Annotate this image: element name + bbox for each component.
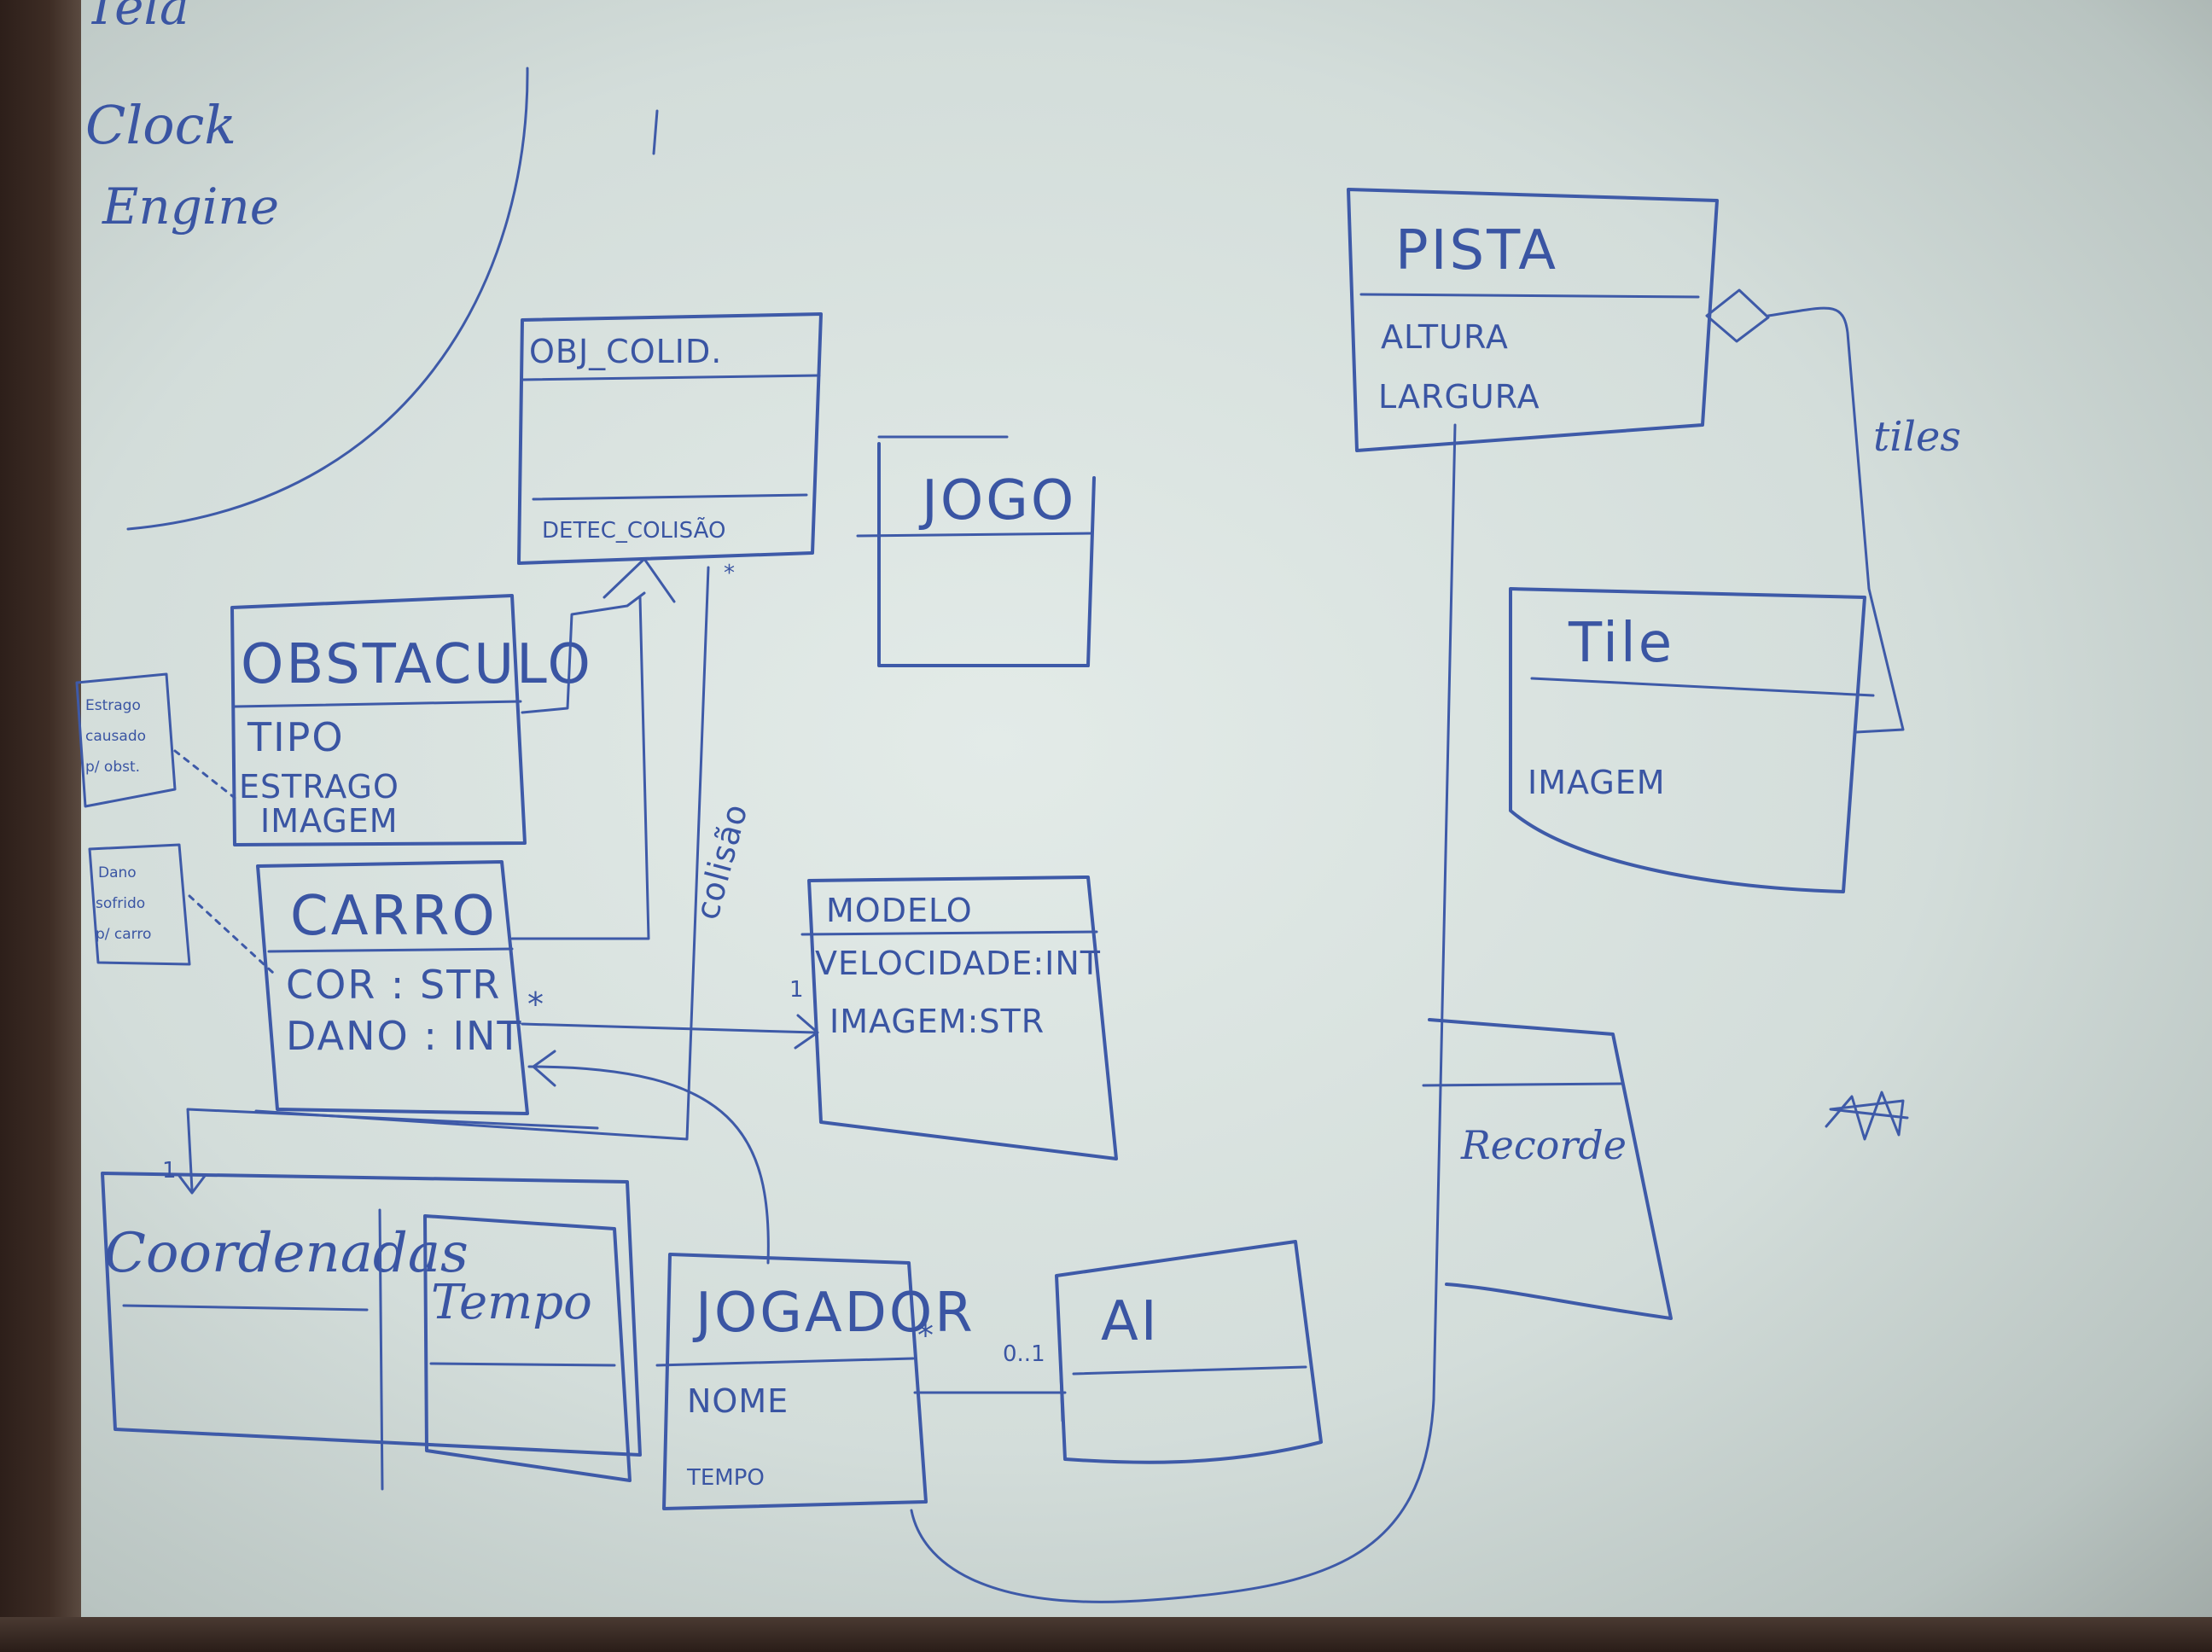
- class-recorde-divider: [1423, 1084, 1621, 1085]
- class-modelo: MODELO VELOCIDADE:INT IMAGEM:STR: [802, 877, 1116, 1159]
- star-jogador: *: [917, 1317, 934, 1354]
- class-obj-colid-divider-2: [533, 495, 806, 499]
- class-obj-colid-name: OBJ_COLID.: [529, 333, 722, 370]
- note-carro-line-2: sofrido: [96, 895, 145, 912]
- class-pista-name: PISTA: [1395, 219, 1558, 282]
- class-coordenadas-name: Coordenadas: [104, 1222, 469, 1285]
- class-carro-attr-dano: DANO : INT: [286, 1013, 523, 1059]
- class-pista-attr-largura: LARGURA: [1378, 378, 1540, 416]
- class-carro-divider: [269, 949, 512, 951]
- scribble-mark: [1826, 1092, 1907, 1139]
- note-obstaculo-line-1: Estrago: [85, 697, 141, 714]
- class-obstaculo-name: OBSTACULO: [241, 633, 593, 696]
- class-tempo-divider: [431, 1364, 614, 1365]
- jogador-carro-association: [529, 1067, 768, 1263]
- class-jogador-attr-tempo: TEMPO: [686, 1465, 765, 1491]
- class-recorde-name: Recorde: [1460, 1122, 1627, 1168]
- note-obstaculo-connector: [175, 751, 235, 798]
- class-tile: Tile IMAGEM: [1511, 589, 1873, 892]
- class-modelo-divider: [802, 932, 1097, 934]
- class-carro-name: CARRO: [290, 885, 498, 948]
- class-obstaculo-attr-imagem: IMAGEM: [260, 802, 399, 840]
- star-obj-colid: *: [724, 561, 735, 586]
- class-modelo-name: MODELO: [826, 892, 973, 929]
- corner-notes: Tela Clock Engine: [85, 0, 657, 529]
- class-carro-attr-cor: COR : STR: [286, 962, 501, 1008]
- class-jogador: JOGADOR NOME TEMPO: [657, 1254, 975, 1509]
- class-tile-attr-imagem: IMAGEM: [1528, 764, 1666, 801]
- corner-word-engine: Engine: [102, 177, 279, 236]
- one-coord: 1: [162, 1158, 177, 1184]
- class-tile-divider: [1532, 678, 1873, 695]
- class-obstaculo-attr-tipo: TIPO: [247, 714, 345, 760]
- class-tempo-name: Tempo: [431, 1275, 592, 1330]
- zero-one-ai: 0..1: [1003, 1341, 1045, 1367]
- generalization-triangle-obstaculo: [604, 559, 674, 602]
- aggregation-diamond: [1707, 290, 1768, 341]
- stray-mark: [654, 111, 657, 154]
- class-carro: CARRO COR : STR DANO : INT: [258, 862, 527, 1114]
- class-ai-name: AI: [1101, 1290, 1160, 1353]
- class-obj-colid-divider-1: [522, 375, 819, 380]
- class-jogador-divider: [657, 1358, 913, 1365]
- class-obj-colid-method: DETEC_COLISÃO: [542, 516, 725, 544]
- notes: Estrago causado p/ obst. Dano sofrido p/…: [77, 674, 273, 973]
- class-tile-box: [1511, 589, 1865, 892]
- class-modelo-attr-imagem: IMAGEM:STR: [830, 1003, 1045, 1040]
- tiles-association-line: [1768, 308, 1903, 732]
- class-jogo-divider: [858, 533, 1092, 536]
- class-obj-colid: OBJ_COLID. DETEC_COLISÃO: [519, 314, 821, 563]
- class-modelo-attr-velocidade: VELOCIDADE:INT: [815, 945, 1101, 982]
- class-jogador-attr-nome: NOME: [687, 1382, 789, 1420]
- note-obstaculo-line-3: p/ obst.: [85, 759, 140, 776]
- tiles-label: tiles: [1873, 413, 1961, 461]
- class-obstaculo-attr-estrago: ESTRAGO: [239, 768, 399, 806]
- star-carro: *: [527, 986, 544, 1023]
- carro-modelo-association: [522, 1024, 815, 1032]
- class-tile-name: Tile: [1568, 612, 1674, 675]
- class-recorde: Recorde: [1423, 1020, 1671, 1318]
- class-obstaculo: OBSTACULO TIPO ESTRAGO IMAGEM: [232, 596, 593, 845]
- jogador-ai-bar: [1060, 1348, 1062, 1421]
- class-coordenadas-divider: [124, 1306, 367, 1310]
- corner-word-tela: Tela: [85, 0, 189, 36]
- class-jogo-name: JOGO: [918, 469, 1076, 532]
- jogador-carro-arrowhead: [533, 1051, 555, 1085]
- corner-word-clock: Clock: [85, 94, 236, 156]
- class-jogo: JOGO: [858, 437, 1094, 666]
- class-pista-divider: [1361, 294, 1698, 297]
- class-ai-box: [1057, 1242, 1321, 1463]
- note-obstaculo-line-2: causado: [85, 728, 146, 745]
- note-carro-line-3: p/ carro: [96, 926, 151, 943]
- class-pista-attr-altura: ALTURA: [1381, 318, 1509, 356]
- class-obstaculo-divider: [235, 701, 521, 707]
- class-recorde-box: [1429, 1020, 1671, 1318]
- class-ai: AI: [1057, 1242, 1321, 1463]
- class-ai-divider: [1074, 1367, 1306, 1374]
- one-modelo: 1: [789, 977, 804, 1003]
- note-carro-line-1: Dano: [98, 864, 137, 881]
